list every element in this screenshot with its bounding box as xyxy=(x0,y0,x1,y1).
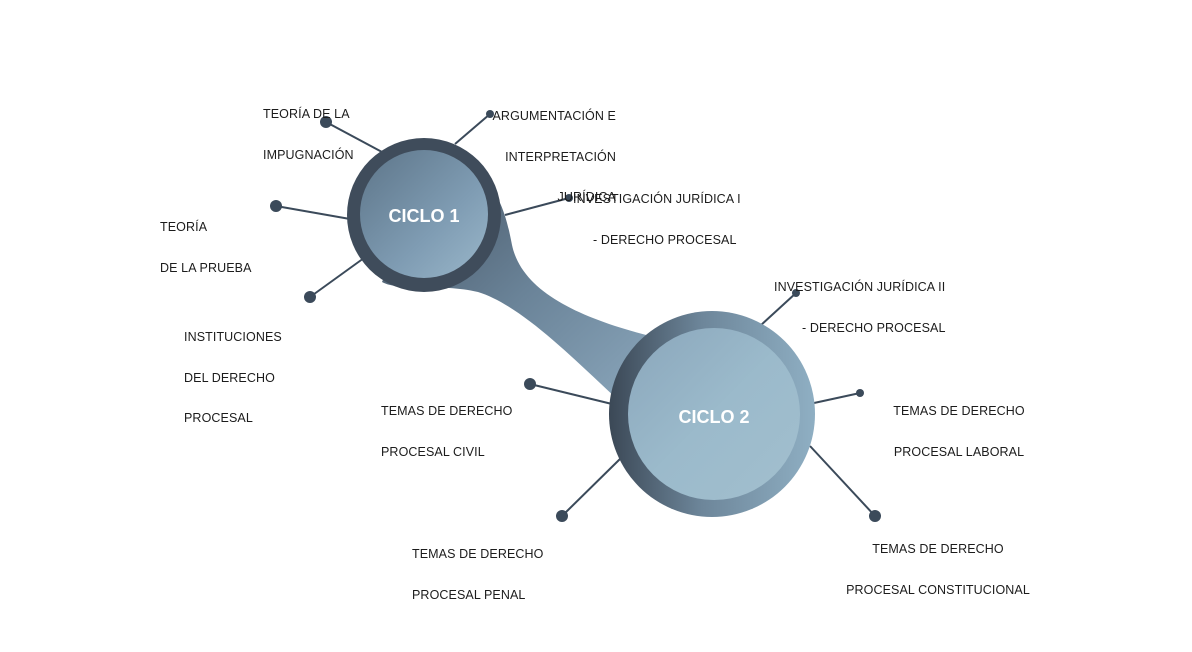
cycle-2-node: CICLO 2 xyxy=(609,311,815,517)
connector-investigacion-2 xyxy=(759,292,797,327)
dot-instituciones xyxy=(304,291,316,303)
topic-investigacion-juridica-2: INVESTIGACIÓN JURÍDICA II - DERECHO PROC… xyxy=(774,280,946,335)
cycle-1-inner-circle xyxy=(360,150,488,278)
topic-procesal-constitucional: TEMAS DE DERECHO PROCESAL CONSTITUCIONAL xyxy=(846,542,1030,597)
cycle-2-title: CICLO 2 xyxy=(678,407,749,427)
connector-dots xyxy=(270,110,881,522)
topic-investigacion-juridica-1: INVESTIGACIÓN JURÍDICA I - DERECHO PROCE… xyxy=(573,192,741,247)
topic-teoria-prueba: TEORÍA DE LA PRUEBA xyxy=(160,220,252,275)
connector-laboral xyxy=(813,392,861,404)
connector-constitucional xyxy=(809,445,876,517)
dot-penal xyxy=(556,510,568,522)
dot-civil xyxy=(524,378,536,390)
connector-penal xyxy=(561,457,622,517)
topic-procesal-penal: TEMAS DE DERECHO PROCESAL PENAL xyxy=(412,547,544,602)
connector-prueba xyxy=(275,205,351,220)
connector-argumentacion xyxy=(454,113,491,145)
dot-laboral xyxy=(856,389,864,397)
dot-investigacion-1 xyxy=(565,194,573,202)
cycle-1-title: CICLO 1 xyxy=(388,206,459,226)
cycle-2-inner-circle xyxy=(628,328,800,500)
topic-procesal-laboral: TEMAS DE DERECHO PROCESAL LABORAL xyxy=(893,404,1025,459)
dot-constitucional xyxy=(869,510,881,522)
connector-impugnacion xyxy=(325,121,383,153)
topic-procesal-civil: TEMAS DE DERECHO PROCESAL CIVIL xyxy=(381,404,513,459)
connector-civil xyxy=(529,383,613,405)
connector-instituciones xyxy=(309,257,365,298)
dot-argumentacion xyxy=(486,110,494,118)
topic-teoria-impugnacion: TEORÍA DE LA IMPUGNACIÓN xyxy=(263,107,354,162)
dot-prueba xyxy=(270,200,282,212)
topic-instituciones: INSTITUCIONES DEL DERECHO PROCESAL xyxy=(184,330,282,425)
connector-lines xyxy=(275,113,876,517)
dot-investigacion-2 xyxy=(792,289,800,297)
connector-investigacion-1 xyxy=(504,197,570,216)
cycle-1-node: CICLO 1 xyxy=(347,138,501,292)
topic-argumentacion: ARGUMENTACIÓN E INTERPRETACIÓN JURÍDICA xyxy=(492,109,616,204)
dot-impugnacion xyxy=(320,116,332,128)
